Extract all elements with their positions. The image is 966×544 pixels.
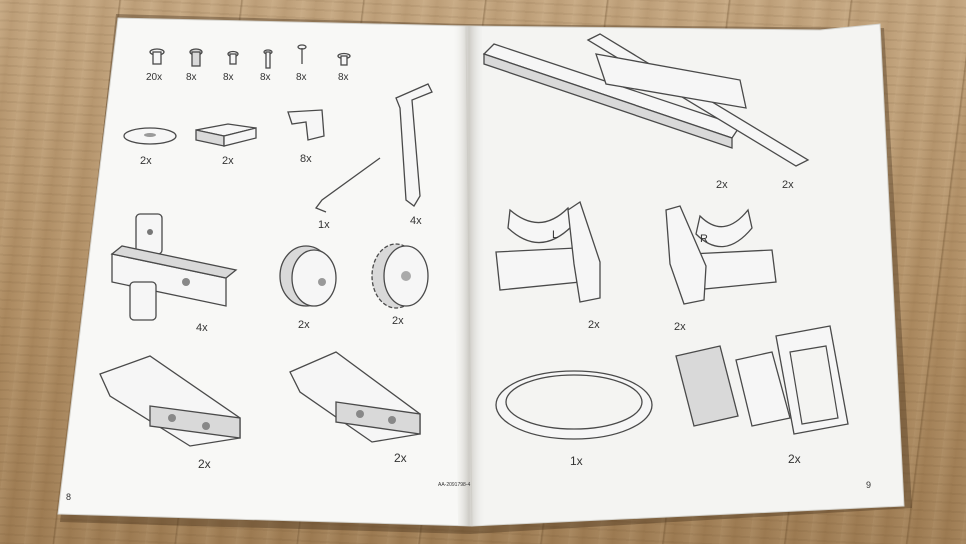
screw-1: 20x [146,48,165,83]
part-qty: 2x [716,179,728,191]
lock-letter: L [552,229,558,241]
rail-part-right: 2x [586,33,810,191]
lock-letter: R [700,233,708,245]
ring-part: 1x [495,370,653,468]
part-qty: 2x [674,321,686,333]
booklet-spine [452,26,486,526]
round-cap-part: 2x [279,245,337,331]
left-page-number: 8 [66,492,71,502]
wheel-part: 2x [371,243,429,327]
hinge-left-part: 2x [99,355,241,471]
part-qty: 2x [298,319,310,331]
part-qty: 2x [588,319,600,331]
part-qty: 2x [198,457,211,471]
allen-key-part: 1x [314,157,381,231]
screw-row: 20x 8x 8x 8x 8x 8x [146,44,351,83]
washer-part: 2x [123,127,177,167]
bracket-part: 4x [110,213,238,334]
part-qty: 4x [410,215,422,227]
screw-qty: 8x [338,72,349,83]
lock-right-part: R 2x [665,205,777,333]
hinge-right-part: 2x [289,351,421,465]
part-qty: 8x [300,153,312,165]
screw-qty: 8x [186,72,197,83]
clip-part: 8x [287,109,325,165]
lock-left-part: L 2x [495,200,601,331]
screw-qty: 8x [223,72,234,83]
screw-4: 8x [260,49,273,83]
right-page-number: 9 [866,480,871,490]
part-qty: 2x [140,155,152,167]
screw-6: 8x [337,52,351,83]
part-qty: 2x [222,155,234,167]
block-part: 2x [195,123,257,167]
screw-5: 8x [296,44,307,83]
screw-qty: 20x [146,72,162,83]
part-qty: 2x [394,451,407,465]
part-qty: 2x [782,179,794,191]
screw-qty: 8x [260,72,271,83]
handle-part: 4x [395,83,433,227]
screw-2: 8x [186,48,203,83]
part-qty: 2x [788,452,801,466]
part-qty: 4x [196,322,208,334]
screw-qty: 8x [296,72,307,83]
part-qty: 1x [570,454,583,468]
frame-set-part: 2x [675,325,849,466]
part-qty: 1x [318,219,330,231]
screw-3: 8x [223,50,239,83]
part-qty: 2x [392,315,404,327]
left-footer-code: AA-2091798-4 [438,482,470,488]
